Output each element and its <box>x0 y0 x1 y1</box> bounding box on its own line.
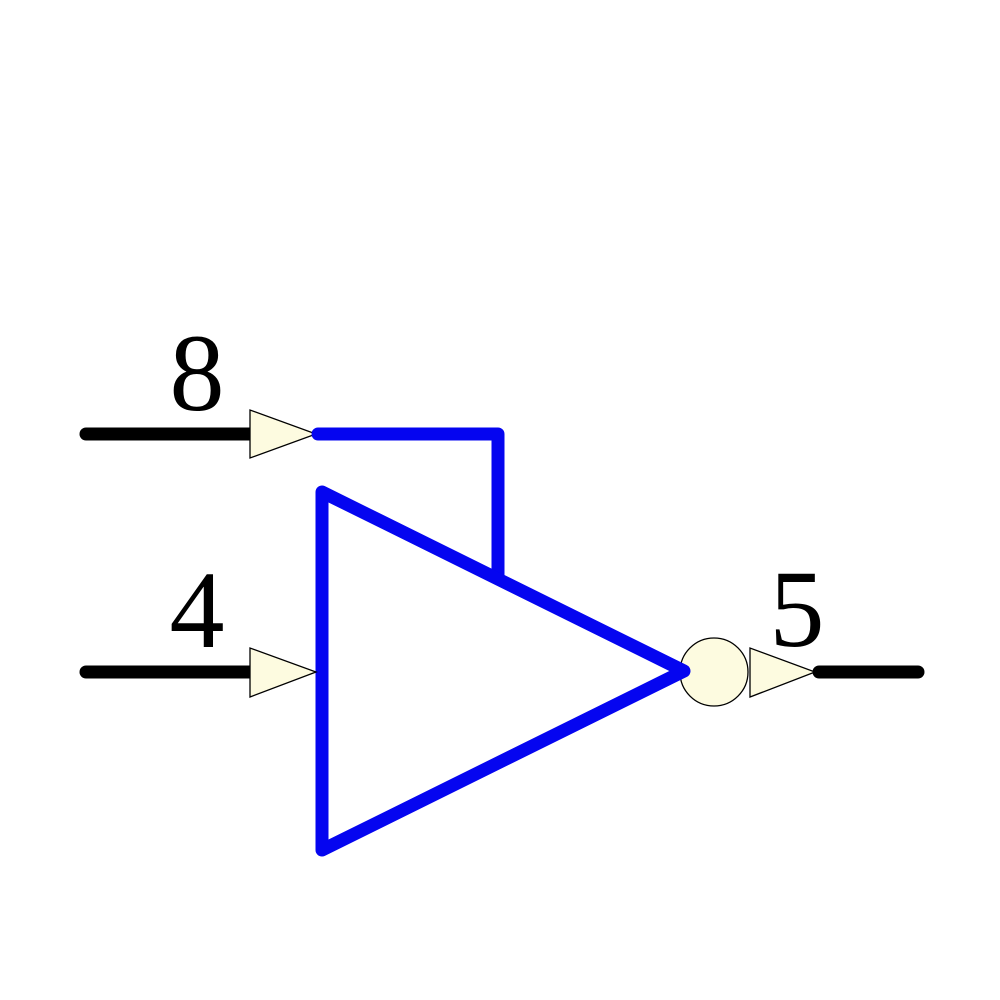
enable-net-wire[interactable] <box>311 427 505 588</box>
output-pin-label: 5 <box>770 548 825 670</box>
buffer-triangle-icon[interactable] <box>315 485 691 857</box>
input-arrowhead-icon[interactable] <box>249 647 318 698</box>
enable-pin-label: 8 <box>170 312 225 434</box>
input-pin-label: 4 <box>170 549 225 671</box>
output-arrowhead-icon[interactable] <box>749 647 817 698</box>
enable-arrowhead-icon[interactable] <box>249 409 318 459</box>
